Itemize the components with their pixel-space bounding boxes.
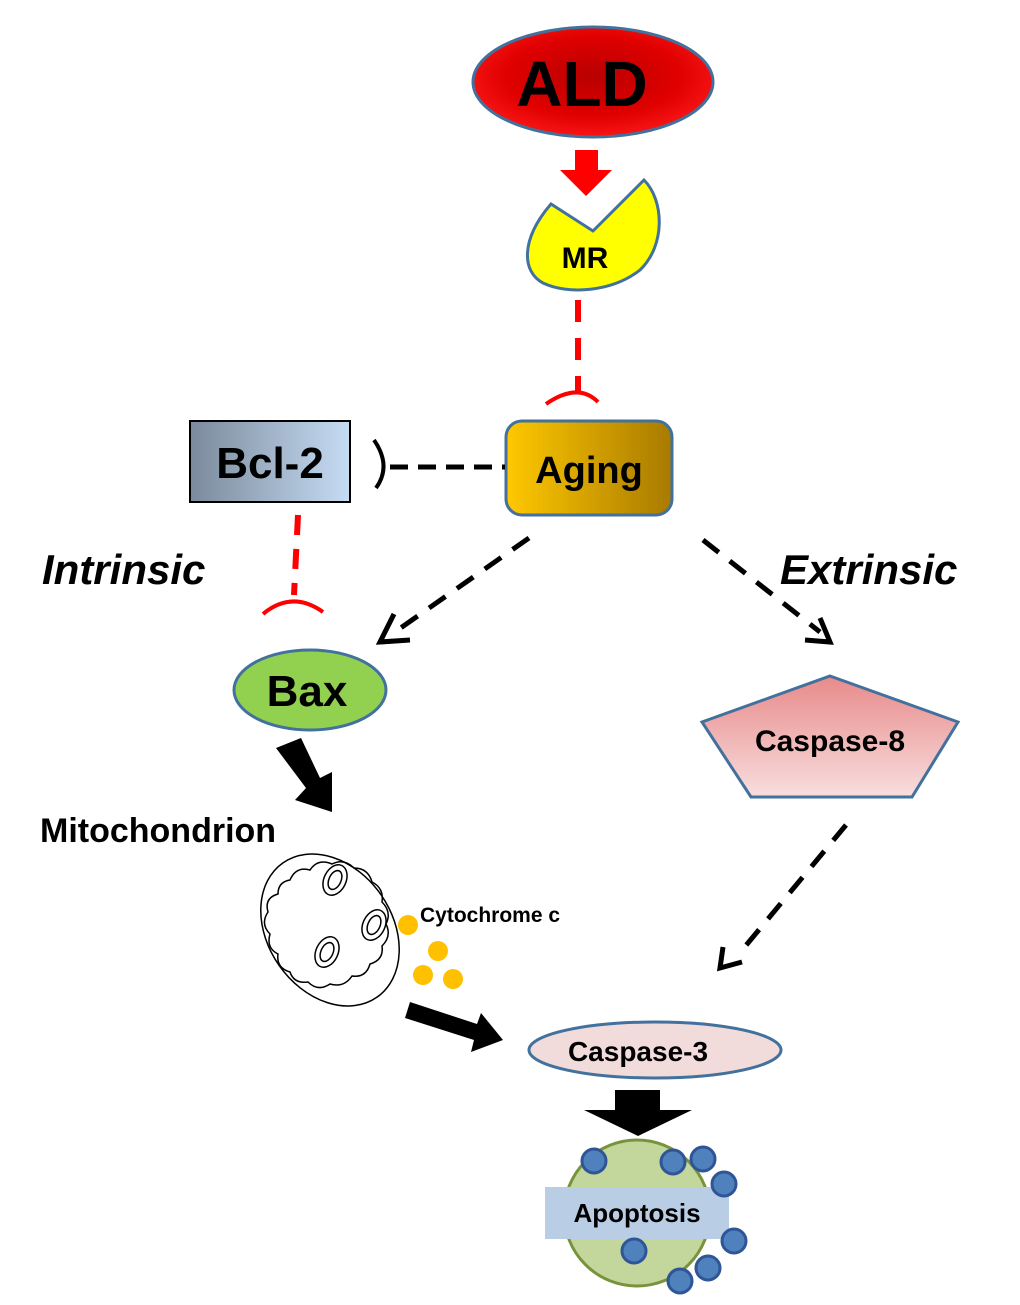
mitochondrion-outer-membrane <box>260 853 400 1007</box>
apoptotic-blebs <box>580 1145 748 1295</box>
cytochrome-c-dot <box>413 965 433 985</box>
activation-arrow-ald-mr <box>560 150 612 196</box>
bcl2-label: Bcl-2 <box>216 439 324 488</box>
inhibition-bar <box>544 390 600 406</box>
mr-receptor-shape <box>525 177 661 292</box>
inhibition-bar <box>372 438 386 490</box>
inhibition-aging-bcl2 <box>372 438 505 490</box>
bcl2-box <box>189 420 351 503</box>
mitochondrion-label: Mitochondrion <box>40 812 276 850</box>
cytochrome-c-dot <box>443 969 463 989</box>
dashed-arrow-line <box>736 823 848 957</box>
bleb <box>580 1147 608 1175</box>
ald-ellipse <box>471 25 715 139</box>
node-mr: MR <box>525 177 661 292</box>
cytochrome-c-dot <box>398 915 418 935</box>
intrinsic-label: Intrinsic <box>42 546 205 593</box>
mito-granule <box>322 864 348 896</box>
caspase8-pentagon <box>699 674 961 799</box>
activation-aging-caspase8 <box>701 538 834 645</box>
cytochrome-c-label: Cytochrome c <box>420 904 560 927</box>
cytochrome-c-dot <box>428 941 448 961</box>
node-caspase3: Caspase-3 <box>527 1020 783 1080</box>
caspase3-ellipse <box>527 1020 783 1080</box>
caspase3-label: Caspase-3 <box>568 1036 708 1067</box>
bleb <box>659 1148 687 1176</box>
extrinsic-label: Extrinsic <box>780 546 957 593</box>
bleb <box>710 1170 738 1198</box>
bleb <box>694 1254 722 1282</box>
activation-aging-bax <box>375 535 531 645</box>
aging-label: Aging <box>535 450 643 492</box>
cytochrome-c-group: Cytochrome c <box>398 904 560 989</box>
node-bax: Bax <box>232 648 388 732</box>
activation-arrow-bax-mitochondrion <box>276 738 332 812</box>
bleb <box>689 1145 717 1173</box>
inhibition-line <box>291 514 301 596</box>
node-apoptosis: Apoptosis <box>545 1138 748 1295</box>
activation-arrow-caspase3-apoptosis <box>584 1090 692 1136</box>
node-bcl2: Bcl-2 <box>189 420 351 503</box>
apoptosis-label: Apoptosis <box>573 1198 700 1228</box>
bleb <box>666 1267 694 1295</box>
caspase8-label: Caspase-8 <box>755 725 905 758</box>
arrowhead <box>804 617 834 645</box>
node-caspase8: Caspase-8 <box>699 674 961 799</box>
mitochondrion-icon <box>260 853 400 1007</box>
inhibition-bcl2-bax <box>261 514 325 616</box>
aging-box <box>504 419 674 517</box>
activation-caspase8-caspase3 <box>716 823 848 972</box>
arrowhead <box>375 612 411 645</box>
arrowhead <box>716 946 743 972</box>
bax-label: Bax <box>267 667 348 716</box>
bleb <box>720 1227 748 1255</box>
bax-ellipse <box>232 648 388 732</box>
mito-granule <box>314 936 340 968</box>
inhibition-mr-aging <box>544 300 600 406</box>
mr-label: MR <box>562 242 609 275</box>
ald-label: ALD <box>516 48 648 120</box>
activation-arrow-mitochondrion-caspase3 <box>405 1002 503 1052</box>
apoptosis-label-box <box>545 1187 729 1239</box>
node-aging: Aging <box>504 419 674 517</box>
node-ald: ALD <box>471 25 715 139</box>
dashed-arrow-line <box>701 538 822 634</box>
dashed-arrow-line <box>390 535 531 637</box>
mitochondrion-cristae <box>263 861 389 989</box>
inhibition-bar <box>261 599 325 616</box>
bleb <box>620 1237 648 1265</box>
mito-granule <box>361 909 387 941</box>
